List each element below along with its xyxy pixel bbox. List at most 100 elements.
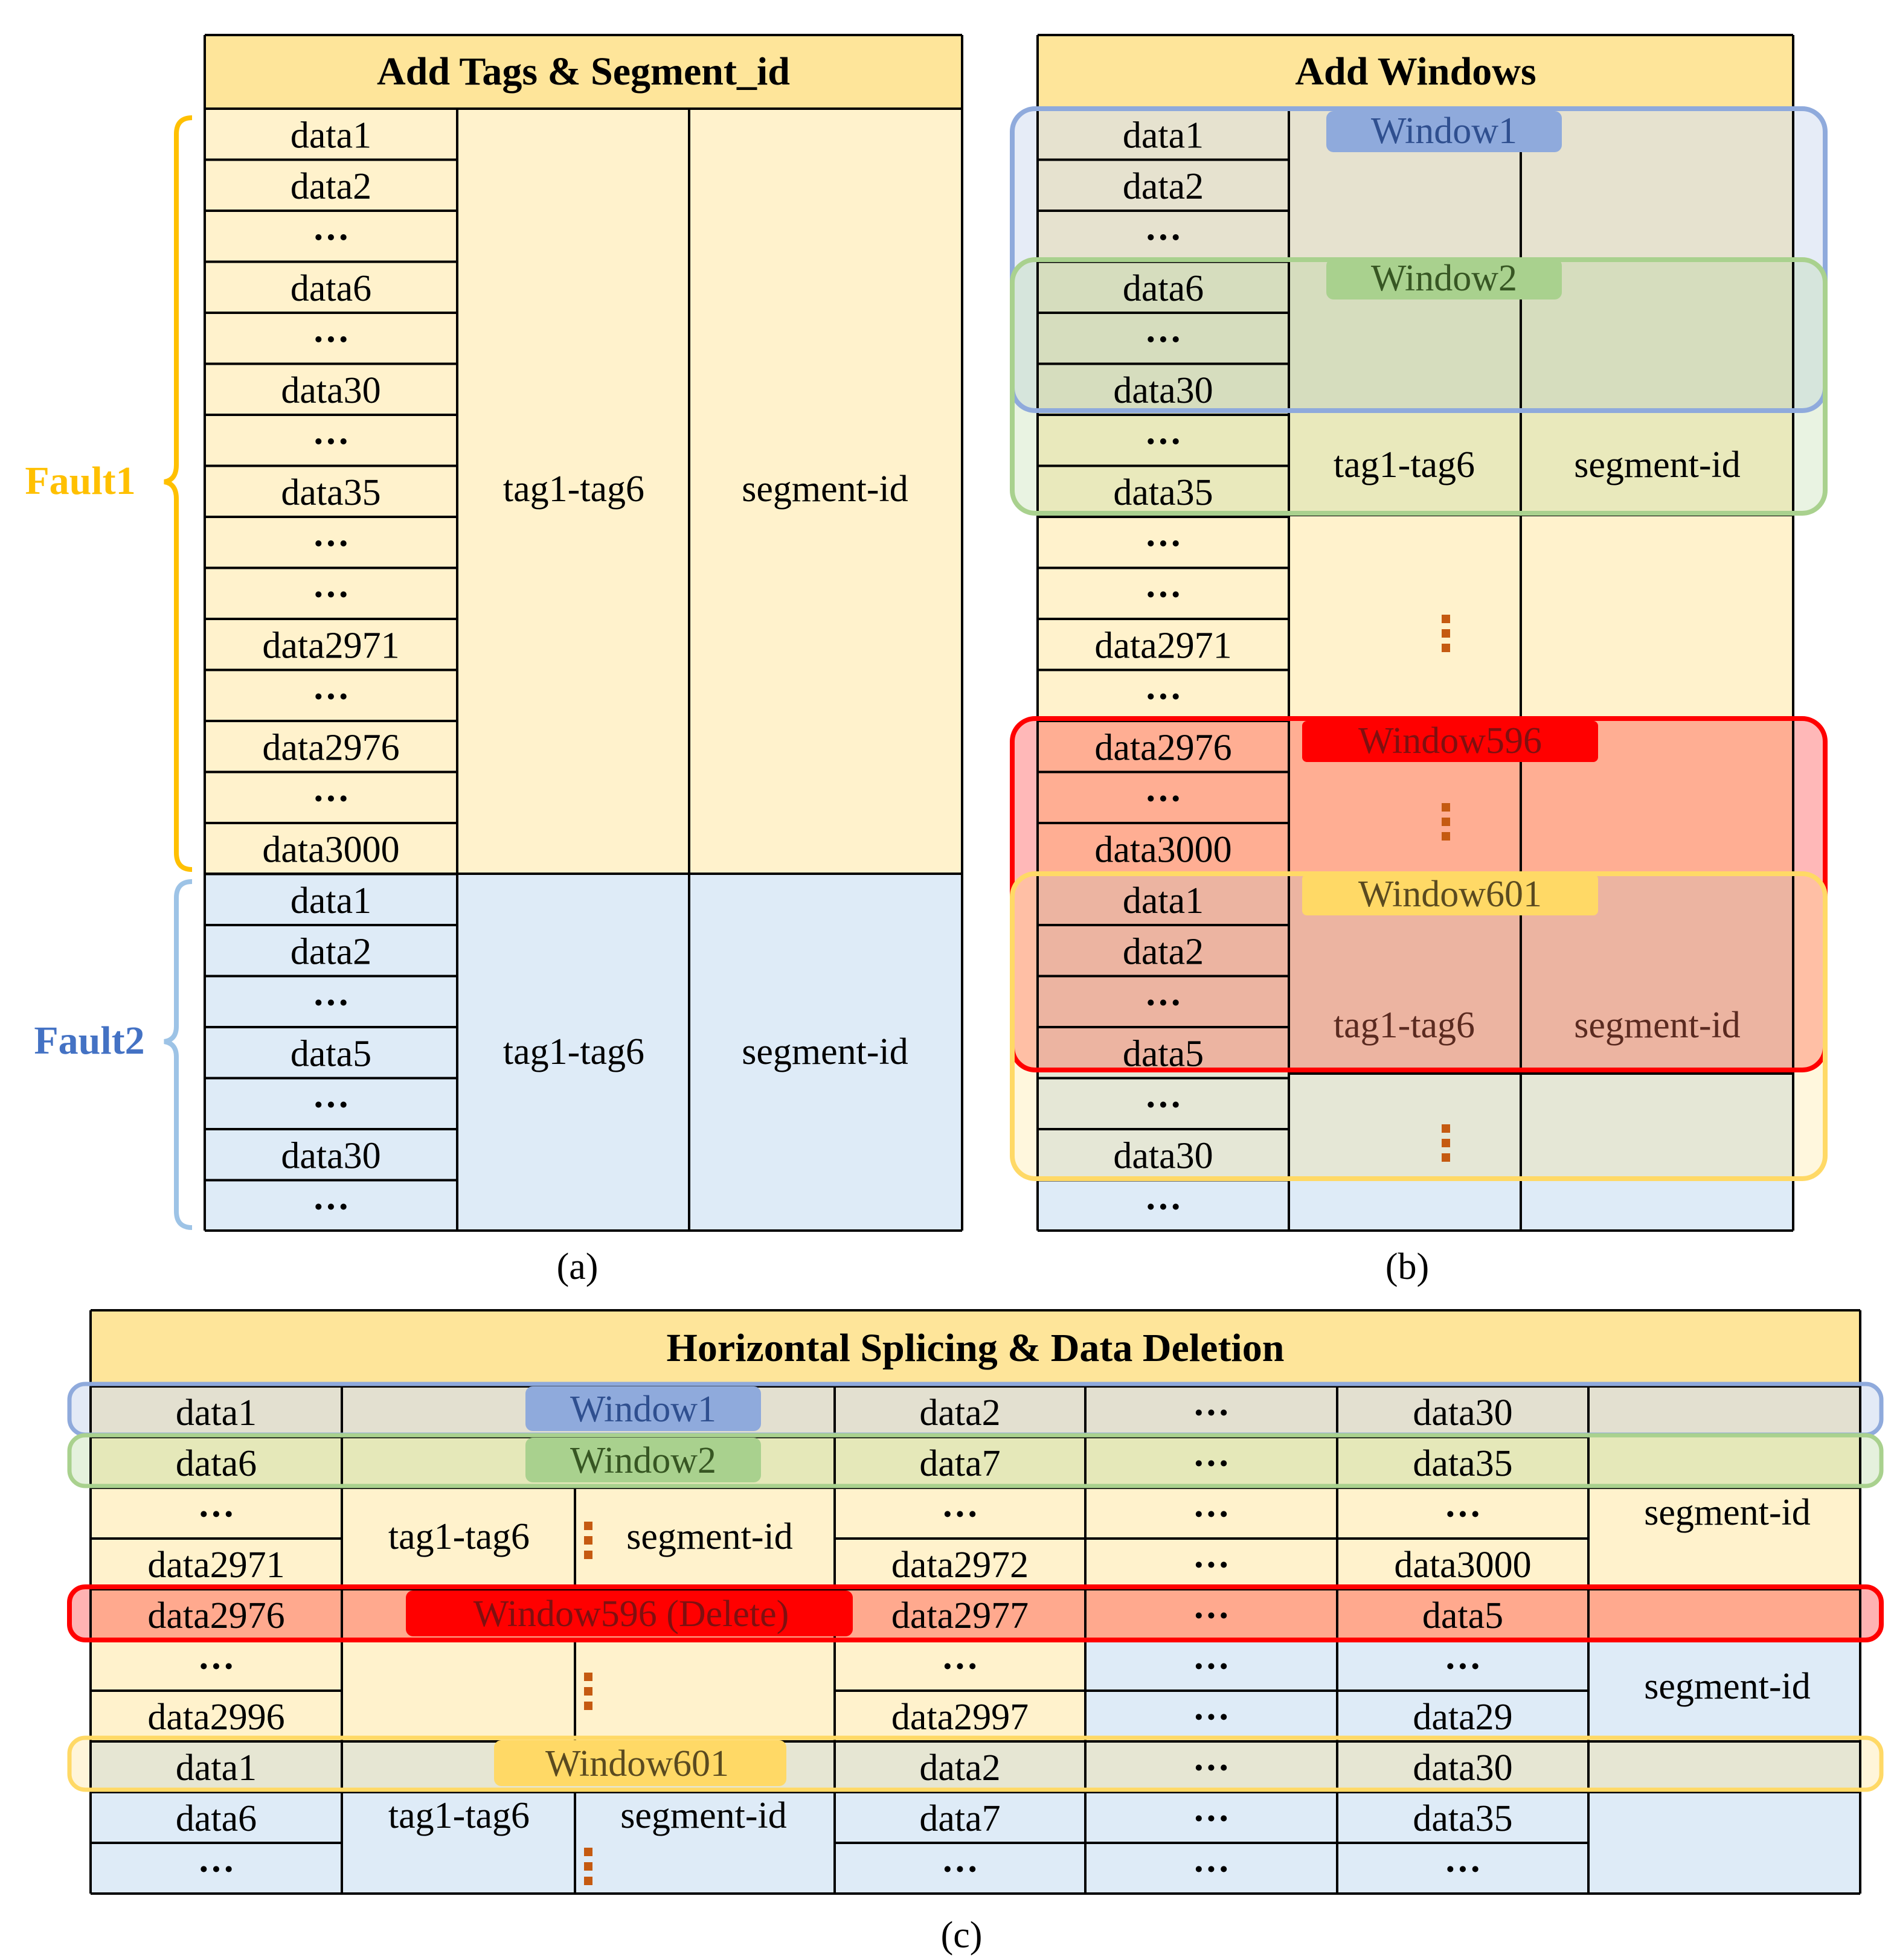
fault2-label: Fault2 [34,1019,144,1063]
data-cell: data30 [281,370,380,411]
fault1-label: Fault1 [25,459,135,503]
data-cell: data1 [291,115,371,156]
data-cell: data30 [1113,1135,1213,1176]
ellipsis-cell: ··· [312,676,350,717]
vertical-ellipsis-icon [1442,615,1450,652]
c-bottom-tag-label: tag1-tag6 [388,1795,530,1836]
c-window601-outline [67,1735,1884,1792]
data-cell: data35 [1413,1798,1512,1839]
window1-label: Window1 [1371,110,1517,152]
lower-tag-label: tag1-tag6 [1334,1005,1475,1046]
c-top-segment-label: segment-id [626,1516,793,1557]
data-cell: data2 [1123,931,1204,972]
fault2-brace [164,879,193,1230]
data-cell: data35 [1113,472,1213,513]
ellipsis-cell: ··· [1192,1646,1230,1687]
data-cell: data35 [1413,1443,1512,1484]
data-cell: data6 [1123,268,1204,309]
ellipsis-cell: ··· [312,982,350,1023]
panel-a: Add Tags & Segment_id data1data2···data6… [25,34,963,1287]
window601-region [1012,874,1825,1179]
vertical-ellipsis-icon [1442,803,1450,841]
data-cell: data1 [176,1747,257,1789]
lower-segment-label: segment-id [1574,1005,1741,1046]
ellipsis-cell: ··· [1444,1646,1482,1687]
c-fault2-background [91,1741,1860,1894]
panel-c-data-cells: data1data6···data2971data2976···data2996… [147,1392,1531,1890]
c-window601-label-bg [494,1740,786,1786]
c-window1-label-bg [525,1386,761,1431]
c-window2-outline [67,1433,1884,1488]
panel-b-data-cells: data1 data2 ··· data6 ··· data30 ··· data35 ··· ·… [1094,115,1231,1228]
c-window1-region [69,1384,1881,1435]
data-cell: data1 [291,880,371,921]
window2-label: Window2 [1371,258,1517,299]
c-bottom-segment-label: segment-id [620,1795,787,1836]
panel-b-title: Add Windows [1295,50,1536,94]
c-fault2-background [1588,1640,1860,1741]
ellipsis-cell: ··· [1145,574,1182,615]
ellipsis-cell: ··· [1145,421,1182,462]
ellipsis-cell: ··· [312,421,350,462]
fault1-tag-label: tag1-tag6 [503,469,644,510]
ellipsis-cell: ··· [941,1494,978,1535]
data-cell: data2976 [262,727,399,768]
ellipsis-cell: ··· [1192,1494,1230,1535]
vertical-ellipsis-icon [1442,1124,1450,1162]
data-cell: data2976 [1094,727,1231,768]
data-cell: data3000 [262,829,399,870]
fault2-background-b [1038,874,1793,1231]
data-cell: data30 [1113,370,1213,411]
ellipsis-cell: ··· [1145,982,1182,1023]
window601-outline [1010,871,1828,1181]
ellipsis-cell: ··· [1444,1849,1482,1890]
fault2-background [205,874,962,1231]
data-cell: data7 [919,1443,1000,1484]
vertical-ellipsis-icon [584,1673,592,1710]
ellipsis-cell: ··· [312,1084,350,1126]
panel-a-header [205,35,962,109]
ellipsis-cell: ··· [312,574,350,615]
ellipsis-cell: ··· [1145,1084,1182,1126]
panel-b-vertical-ellipses [1442,615,1450,1162]
ellipsis-cell: ··· [197,1849,235,1890]
ellipsis-cell: ··· [1145,217,1182,258]
window596-label-bg [1302,721,1598,762]
ellipsis-cell: ··· [197,1494,235,1535]
ellipsis-cell: ··· [1444,1494,1482,1535]
data-cell: data3000 [1094,829,1231,870]
data-cell: data2972 [891,1545,1029,1586]
panel-c: Horizontal Splicing & Data Deletion data… [67,1309,1884,1956]
data-cell: data35 [281,472,380,513]
ellipsis-cell: ··· [312,319,350,360]
panel-b-header [1038,35,1793,109]
ellipsis-cell: ··· [1192,1798,1230,1839]
data-cell: data2 [291,931,371,972]
data-cell: data2 [919,1747,1000,1789]
ellipsis-cell: ··· [1145,676,1182,717]
data-cell: data5 [1123,1033,1204,1074]
ellipsis-cell: ··· [1192,1849,1230,1890]
data-cell: data1 [1123,115,1204,156]
fault1-segment-label: segment-id [742,469,908,510]
data-cell: data29 [1413,1697,1512,1738]
upper-segment-label: segment-id [1574,444,1741,485]
window2-label-bg [1326,258,1562,299]
data-cell: data6 [291,268,371,309]
ellipsis-cell: ··· [1145,319,1182,360]
ellipsis-cell: ··· [312,778,350,819]
c-right-segment-top: segment-id [1644,1492,1811,1533]
window1-outline [1010,106,1828,413]
c-right-segment-bottom: segment-id [1644,1666,1811,1707]
data-cell: data5 [291,1033,371,1074]
data-cell: data3000 [1394,1545,1531,1586]
ellipsis-cell: ··· [1192,1545,1230,1586]
upper-tag-label: tag1-tag6 [1334,444,1475,485]
data-cell: data1 [1123,880,1204,921]
ellipsis-cell: ··· [197,1646,235,1687]
window601-label: Window601 [1358,874,1542,915]
c-window2-label: Window2 [570,1440,716,1481]
data-cell: data2 [1123,166,1204,207]
window601-label-bg [1302,874,1598,915]
